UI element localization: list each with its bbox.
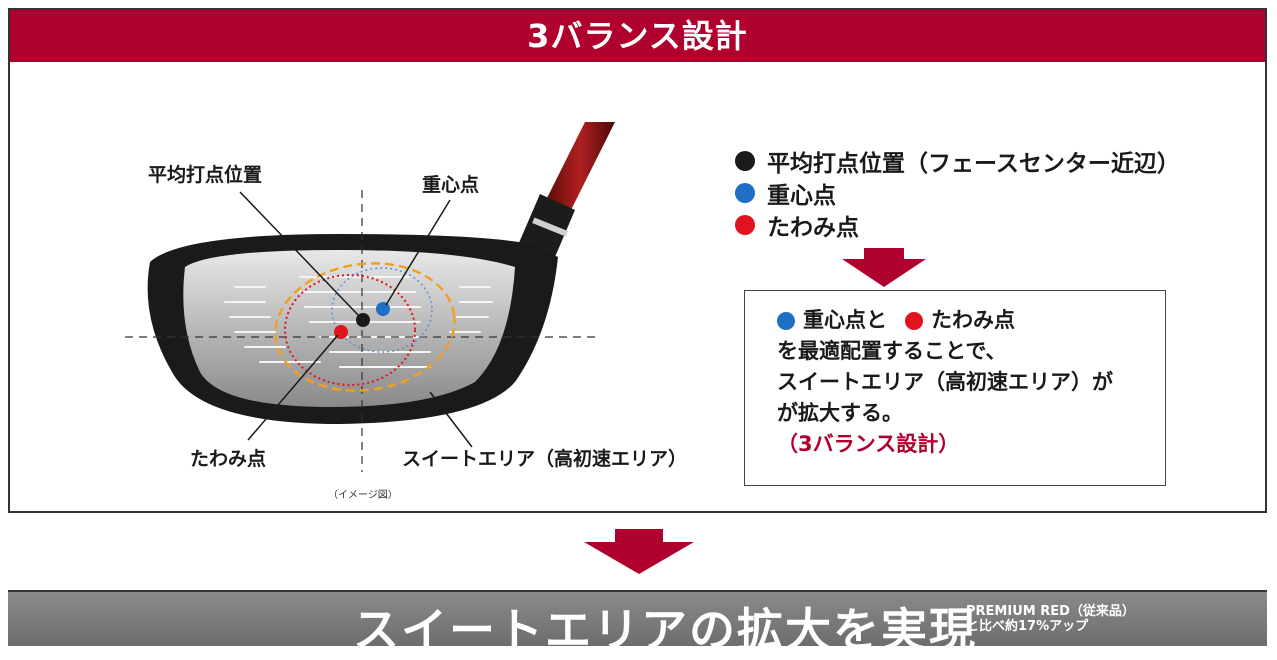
result-line-2: を最適配置することで、 — [777, 339, 1007, 363]
down-arrow-icon-small — [864, 248, 904, 260]
legend-label: たわみ点 — [767, 215, 859, 241]
club-face-graphic — [183, 250, 515, 407]
banner-note-line-1: PREMIUM RED（従来品） — [966, 604, 1135, 619]
red-dot-icon — [735, 215, 755, 235]
result-cog-text: 重心点と — [803, 308, 887, 332]
blue-dot-icon — [777, 311, 795, 330]
label-sweet-area: スイートエリア（高初速エリア） — [402, 448, 688, 470]
illustration-caption: （イメージ図） — [328, 490, 398, 501]
flex-area-ellipse — [284, 274, 416, 386]
result-line-3: スイートエリア（高初速エリア）が — [777, 370, 1113, 394]
down-arrow-icon-large — [615, 529, 663, 543]
three-balance-panel: 3バランス設計 — [8, 8, 1267, 513]
red-dot-icon — [905, 311, 923, 330]
legend-item-flex-point: たわみ点 — [735, 209, 1180, 241]
banner-note-line-2: と比べ約17%アップ — [966, 619, 1089, 634]
legend-item-average-impact: 平均打点位置（フェースセンター近辺） — [735, 145, 1180, 177]
label-flex-point: たわみ点 — [190, 448, 267, 470]
result-box: 重心点と たわみ点 を最適配置することで、 スイートエリア（高初速エリア）が が… — [744, 290, 1166, 486]
sweet-area-ellipse — [274, 262, 456, 392]
cog-area-ellipse — [331, 267, 433, 353]
down-arrow-icon-small-head — [842, 259, 926, 287]
banner-title: スイートエリアの拡大を実現 — [353, 603, 977, 657]
black-dot-icon — [735, 151, 755, 171]
legend: 平均打点位置（フェースセンター近辺） 重心点 たわみ点 — [735, 145, 1180, 241]
panel-title: 3バランス設計 — [10, 10, 1265, 62]
label-average-impact: 平均打点位置 — [148, 164, 263, 186]
result-flex-text: たわみ点 — [931, 308, 1015, 332]
driver-head-illustration — [125, 122, 615, 472]
result-line-1: 重心点と たわみ点 — [777, 305, 1165, 336]
legend-label: 重心点 — [767, 183, 836, 209]
center-of-gravity-point — [376, 302, 390, 316]
shaft-graphic — [545, 122, 615, 212]
banner-note: PREMIUM RED（従来品） と比べ約17%アップ — [966, 604, 1135, 634]
result-banner: スイートエリアの拡大を実現 PREMIUM RED（従来品） と比べ約17%アッ… — [8, 590, 1267, 657]
legend-label: 平均打点位置（フェースセンター近辺） — [767, 151, 1180, 177]
legend-item-center-of-gravity: 重心点 — [735, 177, 1180, 209]
down-arrow-icon-large-head — [584, 542, 694, 574]
result-line-4: が拡大する。 — [777, 401, 903, 425]
result-line-5: （3バランス設計） — [777, 432, 960, 456]
blue-dot-icon — [735, 183, 755, 203]
label-center-of-gravity: 重心点 — [422, 174, 480, 196]
